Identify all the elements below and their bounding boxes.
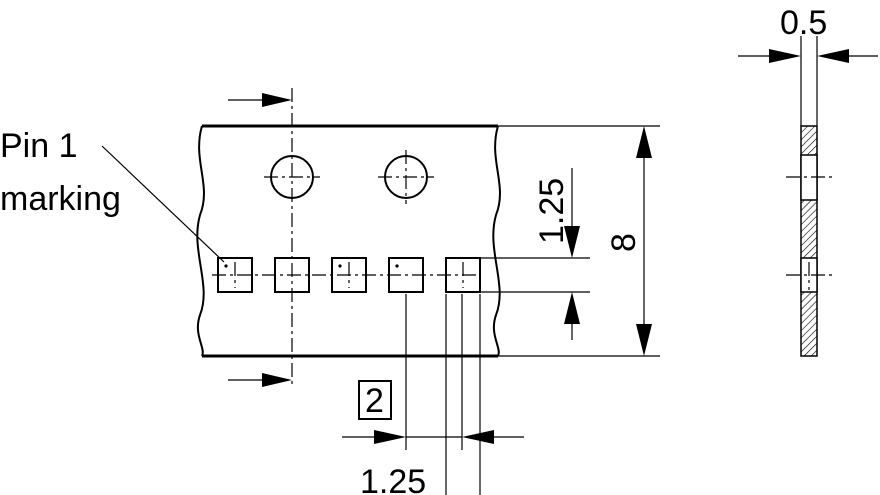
pocket [274, 257, 310, 293]
pin1-label-line2: marking [0, 180, 121, 218]
hole-position-arrow-bottom [228, 373, 292, 387]
pin1-dot [224, 264, 228, 268]
tape-right-break [492, 125, 501, 357]
pocket [388, 257, 424, 293]
pocket [445, 257, 481, 293]
tape-left-break [196, 125, 205, 357]
tape-width-label: 8 [605, 233, 643, 252]
pocket-pitch-dimension [342, 430, 524, 444]
thickness-dimension [738, 36, 878, 126]
hole-to-pocket-dimension [564, 168, 580, 340]
pocket-pitch-label: 2 [365, 382, 384, 420]
pocket-width-label: 1.25 [360, 463, 426, 495]
tape-body [196, 124, 501, 358]
hole-to-pocket-label: 1.25 [533, 178, 571, 244]
hole-position-arrow-top [228, 93, 292, 107]
pin1-label-line1: Pin 1 [0, 127, 78, 165]
tape-width-dimension [636, 126, 652, 356]
pocket [217, 257, 253, 293]
tape-side-view [786, 125, 832, 357]
pocket-pitch-box [358, 380, 392, 420]
thickness-label: 0.5 [780, 4, 827, 42]
pocket [331, 257, 367, 293]
sprocket-hole [378, 150, 434, 204]
pin1-leader-line [101, 145, 225, 263]
